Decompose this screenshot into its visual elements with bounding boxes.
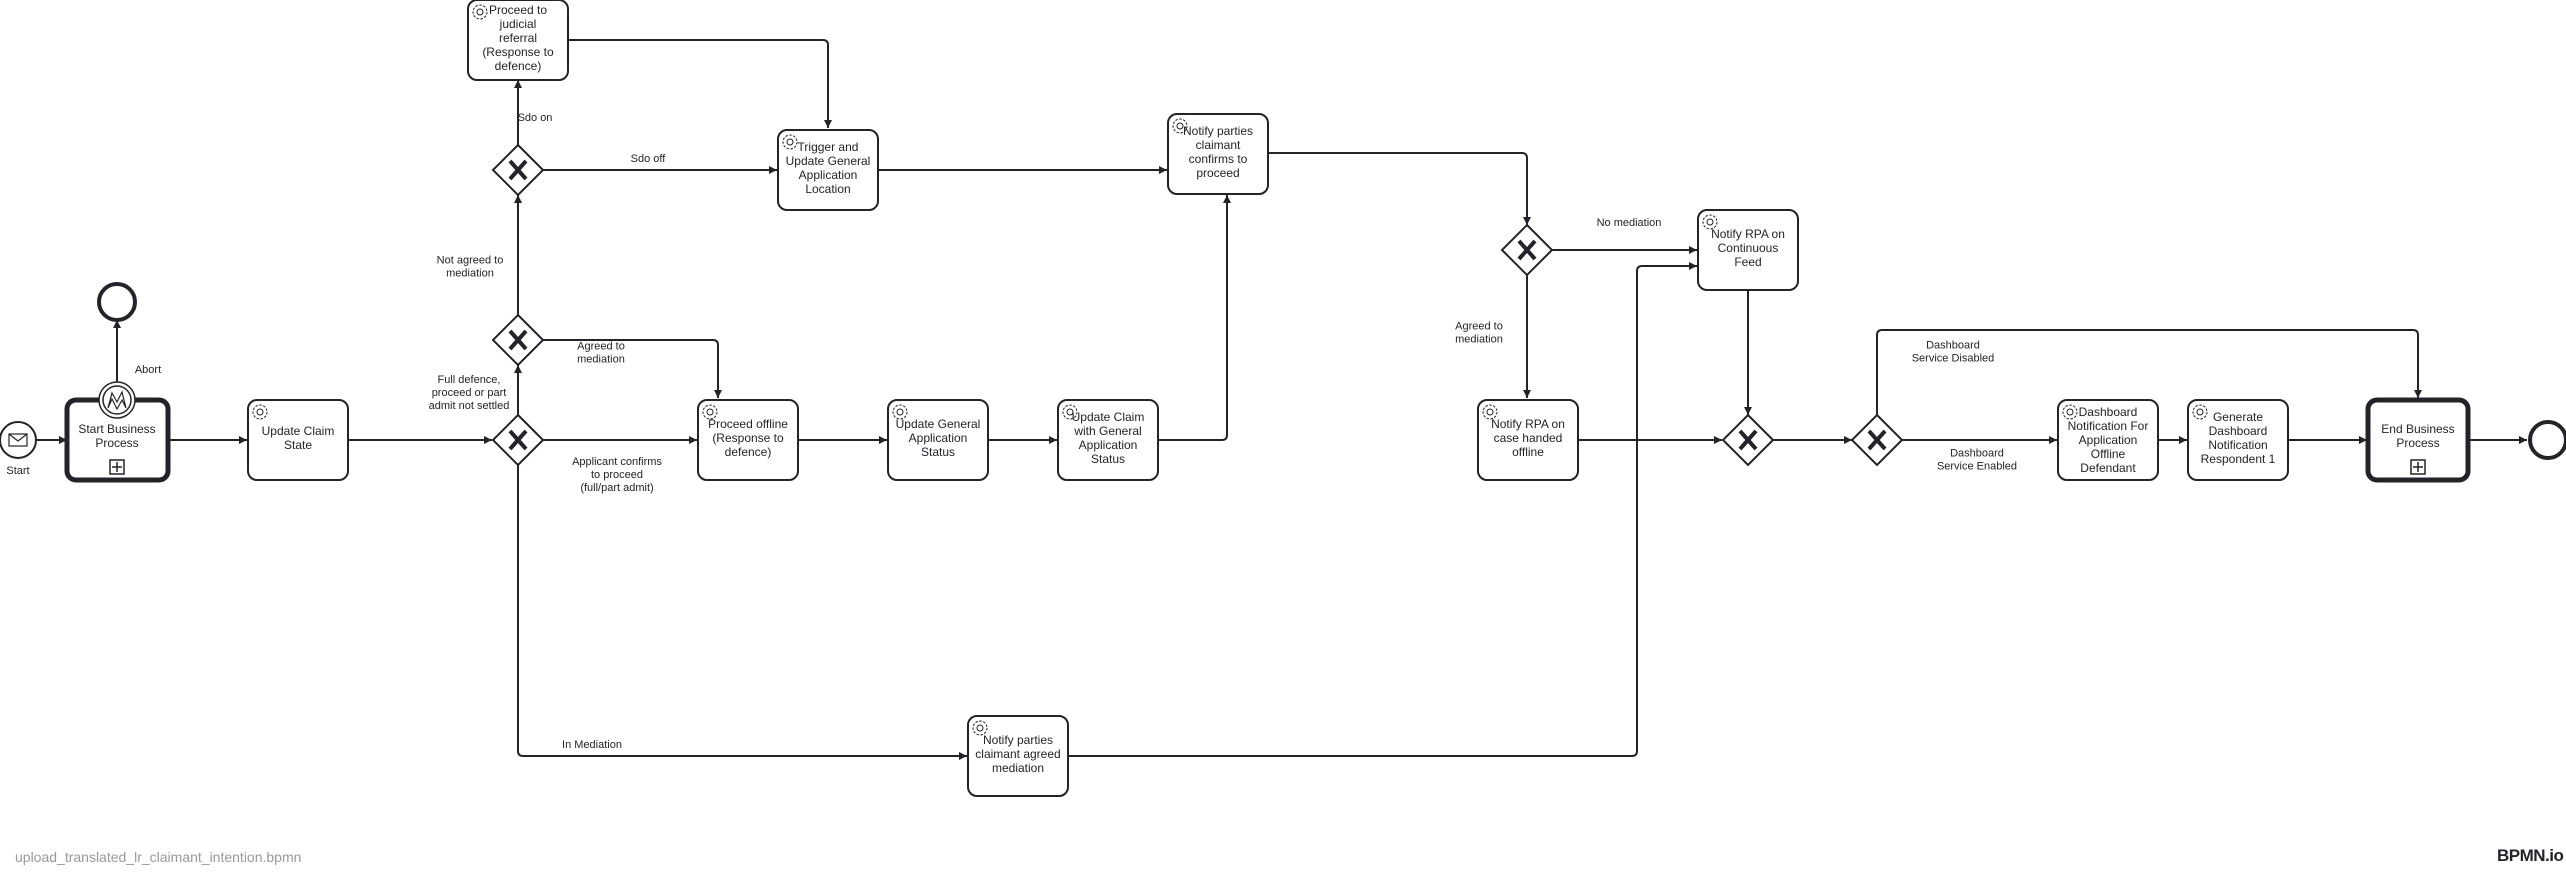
gear-icon xyxy=(2192,404,2208,420)
gateway-dashboard-service[interactable] xyxy=(1850,413,1904,467)
abort-label: Abort xyxy=(135,364,161,376)
exclusive-x-icon xyxy=(1738,429,1758,451)
start-event-label: Start xyxy=(6,465,29,477)
flow-label: Sdo on xyxy=(518,112,553,124)
task-notify-rpa-feed[interactable] xyxy=(1697,209,1799,291)
flow-label: Sdo off xyxy=(631,153,667,165)
task-notify-parties-proceed[interactable] xyxy=(1167,113,1269,195)
flow-notify-mediation-to-rpa-feed[interactable] xyxy=(1068,262,1697,757)
gear-icon xyxy=(892,404,908,420)
gear-icon xyxy=(972,720,988,736)
task-update-ga-status[interactable] xyxy=(887,399,989,481)
sequence-flows xyxy=(37,39,2527,760)
collapsed-subprocess-marker-icon xyxy=(2410,459,2426,475)
gear-icon xyxy=(1482,404,1498,420)
gateways xyxy=(491,143,1904,467)
gateway-merge[interactable] xyxy=(1721,413,1775,467)
task-proceed-judicial-referral[interactable] xyxy=(467,0,569,81)
gateway-mediation-choice[interactable] xyxy=(491,313,545,367)
task-end-business-process[interactable] xyxy=(2365,397,2471,483)
gear-icon xyxy=(1062,404,1078,420)
end-event[interactable] xyxy=(2528,420,2566,460)
task-notify-parties-mediation[interactable] xyxy=(967,715,1069,797)
task-update-claim-state[interactable] xyxy=(247,399,349,481)
gear-icon xyxy=(1172,118,1188,134)
error-icon xyxy=(107,390,127,411)
service-task-gear-icons xyxy=(252,4,2208,736)
flow-notify-proceed-to-gateway[interactable] xyxy=(1268,152,1531,225)
exclusive-x-icon xyxy=(508,329,528,351)
gear-icon xyxy=(1702,214,1718,230)
flow-judicial-to-trigger[interactable] xyxy=(568,39,832,128)
gear-icon xyxy=(702,404,718,420)
gear-icon xyxy=(472,4,488,20)
task-dashboard-notification-defendant[interactable] xyxy=(2057,399,2159,481)
abort-boundary-event[interactable] xyxy=(98,381,136,419)
gear-icon xyxy=(782,134,798,150)
task-proceed-offline[interactable] xyxy=(697,399,799,481)
flow-gateway-in-mediation[interactable] xyxy=(517,465,967,760)
task-trigger-update-ga-location[interactable] xyxy=(777,129,879,211)
exclusive-x-icon xyxy=(508,159,528,181)
collapsed-subprocess-marker-icon xyxy=(109,459,125,475)
exclusive-x-icon xyxy=(1867,429,1887,451)
task-update-claim-ga-status[interactable] xyxy=(1057,399,1159,481)
abort-end-event[interactable] xyxy=(97,282,137,322)
flow-agreed-to-mediation[interactable] xyxy=(543,339,722,398)
flow-label: No mediation xyxy=(1597,217,1662,229)
flow-claim-ga-to-notify-proceed[interactable] xyxy=(1158,195,1231,441)
bpmn-io-logo: BPMN.io xyxy=(2497,846,2564,865)
gateway-sdo[interactable] xyxy=(491,143,545,197)
gateway-full-defence[interactable] xyxy=(491,413,545,467)
exclusive-x-icon xyxy=(1517,239,1537,261)
flow-dashboard-disabled[interactable] xyxy=(1876,329,2422,415)
gear-icon xyxy=(252,404,268,420)
gateway-mediation-outcome[interactable] xyxy=(1500,223,1554,277)
envelope-icon xyxy=(8,433,28,447)
exclusive-x-icon xyxy=(508,429,528,451)
flow-label: In Mediation xyxy=(562,739,622,751)
diagram-filename: upload_translated_lr_claimant_intention.… xyxy=(15,849,302,865)
envelope-flap-icon xyxy=(8,433,28,442)
start-event[interactable] xyxy=(0,421,37,459)
task-notify-rpa-offline[interactable] xyxy=(1477,399,1579,481)
gear-icon xyxy=(2062,404,2078,420)
task-generate-dashboard-respondent[interactable] xyxy=(2187,399,2289,481)
